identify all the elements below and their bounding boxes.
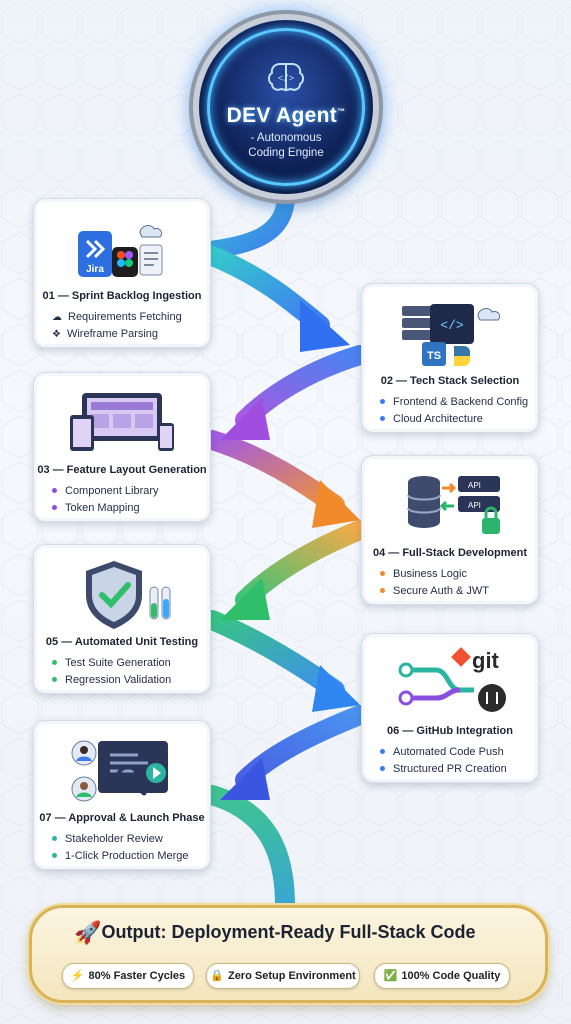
arrow-0-1 (201, 186, 295, 259)
step-items: Business Logic Secure Auth & JWT (380, 566, 489, 600)
lock-icon: 🔒 (210, 970, 224, 982)
step-title: 07 — Approval & Launch Phase (39, 812, 205, 824)
check-icon: ✅ (383, 970, 398, 982)
svg-text:</>: </> (440, 318, 464, 333)
step-items: ☁Requirements Fetching ❖Wireframe Parsin… (52, 309, 182, 343)
shield-check-icon (86, 561, 171, 629)
arrowhead-4 (220, 578, 270, 620)
svg-text:</>: </> (278, 74, 294, 84)
bullet-icon (380, 570, 385, 576)
bullet-icon (52, 487, 57, 493)
arrow-7-out (202, 785, 295, 915)
list-item: Frontend & Backend Config (380, 394, 528, 411)
step-card-01: Jira 01 — Sprint Backlog Ingestion ☁Requ… (33, 198, 211, 348)
step-title: 01 — Sprint Backlog Ingestion (42, 290, 202, 302)
bullet-icon (380, 398, 385, 404)
agent-subtitle: - Autonomous Coding Engine (248, 132, 324, 159)
step-card-02: </> TS 02 — Tech Stack Selection Fronten… (361, 283, 539, 433)
step-card-06: git 06 — GitHub Integration Automated Co… (361, 633, 539, 783)
bullet-icon (380, 748, 385, 754)
list-item: ☁Requirements Fetching (52, 311, 182, 323)
dev-agent-badge: </> DEV Agent™ - Autonomous Coding Engin… (199, 20, 373, 194)
list-item: Stakeholder Review (52, 831, 189, 848)
brain-chip-icon: </> (268, 63, 304, 92)
arrowhead-3 (312, 480, 360, 528)
svg-text:Jira: Jira (86, 264, 104, 275)
output-title: Output: Deployment-Ready Full-Stack Code (101, 922, 476, 942)
step-title: 02 — Tech Stack Selection (380, 375, 520, 387)
figma-icon: ❖ (52, 329, 61, 340)
step-items: Stakeholder Review 1-Click Production Me… (52, 831, 189, 865)
review-launch-icon (71, 740, 168, 802)
bullet-icon (52, 676, 57, 682)
step-title: 06 — GitHub Integration (387, 725, 513, 737)
pill-code-quality: ✅100% Code Quality (374, 963, 510, 989)
list-item: Cloud Architecture (380, 411, 528, 428)
list-item: Automated Code Push (380, 744, 507, 761)
jira-figma-docs-icon: Jira (78, 225, 163, 277)
code-stack-icon: </> TS (402, 304, 501, 366)
bullet-icon (380, 415, 385, 421)
list-item: Component Library (52, 483, 159, 500)
badge-glow-ring (207, 28, 365, 186)
arrowhead-2 (220, 398, 270, 440)
rocket-icon: 🚀 (74, 920, 102, 945)
database-api-icon: API API (407, 476, 500, 534)
bullet-icon (380, 765, 385, 771)
step-items: Automated Code Push Structured PR Creati… (380, 744, 507, 778)
output-banner: 🚀 Output: Deployment-Ready Full-Stack Co… (29, 905, 548, 1003)
step-card-05: 05 — Automated Unit Testing Test Suite G… (33, 544, 211, 694)
svg-text:git: git (472, 648, 500, 673)
cloud-icon: ☁ (52, 312, 62, 323)
arrowhead-1 (300, 300, 350, 352)
arrowhead-5 (312, 665, 360, 712)
bullet-icon (52, 659, 57, 665)
step-title: 04 — Full-Stack Development (372, 547, 528, 559)
step-title: 05 — Automated Unit Testing (45, 636, 199, 648)
arrow-3-4 (202, 430, 345, 515)
bullet-icon (52, 504, 57, 510)
bullet-icon (52, 835, 57, 841)
list-item: Secure Auth & JWT (380, 583, 489, 600)
bullet-icon (52, 852, 57, 858)
list-item: Token Mapping (52, 500, 159, 517)
svg-text:API: API (468, 501, 481, 510)
step-items: Test Suite Generation Regression Validat… (52, 655, 171, 689)
pill-faster-cycles: ⚡80% Faster Cycles (62, 963, 194, 989)
bullet-icon (380, 587, 385, 593)
list-item: Business Logic (380, 566, 489, 583)
list-item: ❖Wireframe Parsing (52, 328, 159, 340)
svg-text:TS: TS (427, 350, 441, 362)
arrowhead-6 (220, 758, 270, 800)
svg-text:API: API (468, 481, 481, 490)
step-title: 03 — Feature Layout Generation (37, 464, 207, 476)
git-merge-icon: git (398, 647, 506, 712)
step-items: Component Library Token Mapping (52, 483, 159, 517)
agent-title: DEV Agent™ (226, 104, 346, 127)
step-card-04: API API 04 — Full-Stack Development Busi… (361, 455, 539, 605)
step-card-07: 07 — Approval & Launch Phase Stakeholder… (33, 720, 211, 870)
list-item: Structured PR Creation (380, 761, 507, 778)
arrow-5-6 (202, 610, 345, 700)
list-item: Regression Validation (52, 672, 171, 689)
lightning-icon: ⚡ (70, 970, 85, 982)
layout-devices-icon (70, 393, 174, 451)
step-items: Frontend & Backend Config Cloud Architec… (380, 394, 528, 428)
list-item: Test Suite Generation (52, 655, 171, 672)
list-item: 1-Click Production Merge (52, 848, 189, 865)
pill-zero-setup: 🔒Zero Setup Environment (206, 963, 360, 989)
step-card-03: 03 — Feature Layout Generation Component… (33, 372, 211, 522)
